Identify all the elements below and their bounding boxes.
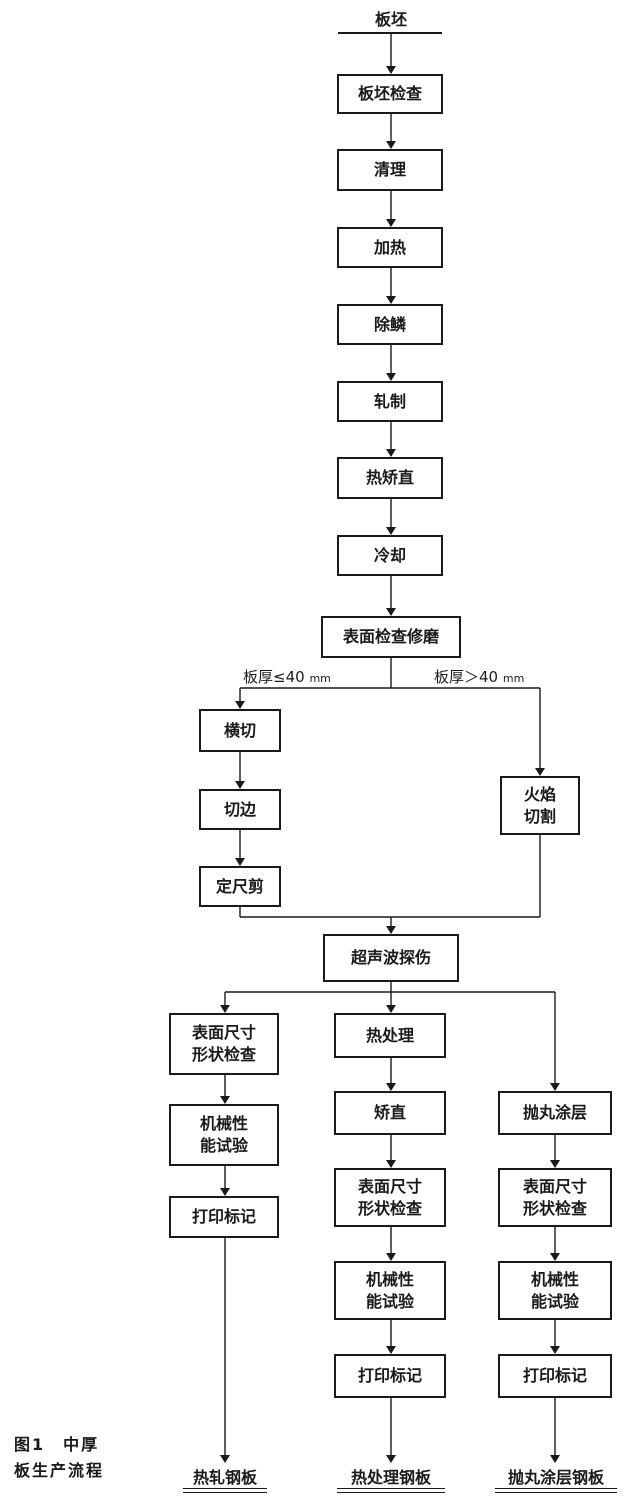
step-cool: 冷却 <box>337 535 443 576</box>
step-clean: 清理 <box>337 149 443 191</box>
product-coated: 抛丸涂层钢板 <box>507 1468 604 1487</box>
right-step-mark: 打印标记 <box>498 1354 612 1398</box>
step-length-shear: 定尺剪 <box>199 866 281 907</box>
branch-label-thick: 板厚＞40 mm <box>434 668 525 686</box>
figure-caption: 图1 中厚 板生产流程 <box>14 1432 104 1484</box>
caption-line-1: 图1 中厚 <box>14 1435 100 1454</box>
left-step-mech-test: 机械性 能试验 <box>169 1104 279 1166</box>
product-hot-rolled: 热轧钢板 <box>192 1468 257 1487</box>
mid-step-surface-check: 表面尺寸 形状检查 <box>334 1168 446 1227</box>
mid-step-mark: 打印标记 <box>334 1354 446 1398</box>
step-surface-grind: 表面检查修磨 <box>321 616 461 658</box>
step-inspect-slab: 板坯检查 <box>337 74 443 114</box>
step-cross-cut: 横切 <box>199 709 281 752</box>
step-ultrasonic: 超声波探伤 <box>323 934 459 982</box>
step-hot-straighten: 热矫直 <box>337 457 443 499</box>
step-edge-cut: 切边 <box>199 789 281 830</box>
product-heat-treated: 热处理钢板 <box>350 1468 431 1487</box>
product-hot-rolled-underline <box>183 1488 267 1493</box>
start-label: 板坯 <box>374 10 407 29</box>
right-step-shot-blast: 抛丸涂层 <box>498 1091 612 1135</box>
step-heat: 加热 <box>337 227 443 268</box>
product-heat-treated-underline <box>337 1488 445 1493</box>
right-step-surface-check: 表面尺寸 形状检查 <box>498 1168 612 1227</box>
mid-step-mech-test: 机械性 能试验 <box>334 1261 446 1320</box>
mid-step-straighten: 矫直 <box>334 1091 446 1135</box>
step-descale: 除鳞 <box>337 304 443 345</box>
product-coated-underline <box>495 1488 617 1493</box>
caption-line-2: 板生产流程 <box>14 1461 105 1480</box>
left-step-mark: 打印标记 <box>169 1196 279 1238</box>
left-step-surface-check: 表面尺寸 形状检查 <box>169 1013 279 1075</box>
step-roll: 轧制 <box>337 381 443 422</box>
branch-label-thin: 板厚≤40 mm <box>243 668 331 686</box>
mid-step-heat-treat: 热处理 <box>334 1013 446 1058</box>
right-step-mech-test: 机械性 能试验 <box>498 1261 612 1320</box>
step-flame-cut: 火焰 切割 <box>500 776 580 835</box>
